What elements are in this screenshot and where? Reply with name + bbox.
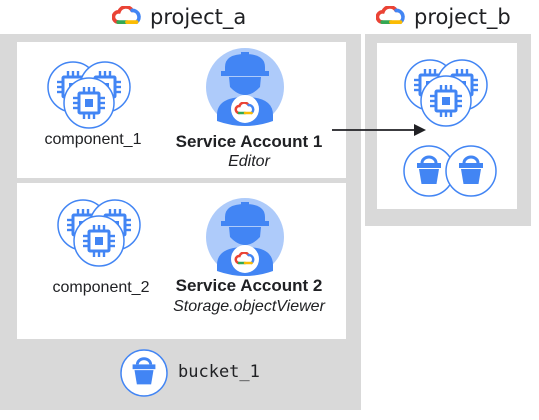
google-cloud-logo-icon	[112, 6, 142, 28]
compute-instances-icon	[47, 61, 131, 129]
service-account-2-name: Service Account 2	[175, 276, 323, 295]
compute-instances-icon	[404, 59, 488, 127]
project-a-title: project_a	[112, 2, 246, 32]
service-account-1-icon	[206, 48, 284, 126]
project-b-title: project_b	[376, 2, 511, 32]
storage-buckets-icon	[403, 145, 497, 197]
service-account-1-role: Editor	[228, 153, 270, 170]
service-account-1-name: Service Account 1	[175, 132, 323, 151]
access-arrow	[332, 124, 426, 136]
project-b-name: project_b	[414, 5, 511, 29]
service-account-2-role: Storage.objectViewer	[173, 298, 325, 315]
storage-bucket-icon	[120, 349, 168, 397]
component-1-label: component_1	[44, 131, 142, 148]
component-2-label: component_2	[52, 279, 150, 296]
project-a-name: project_a	[150, 5, 247, 29]
bucket-1-label: bucket_1	[178, 362, 260, 382]
compute-instances-icon	[57, 199, 141, 267]
google-cloud-logo-icon	[376, 6, 406, 28]
service-account-2-icon	[206, 198, 284, 276]
